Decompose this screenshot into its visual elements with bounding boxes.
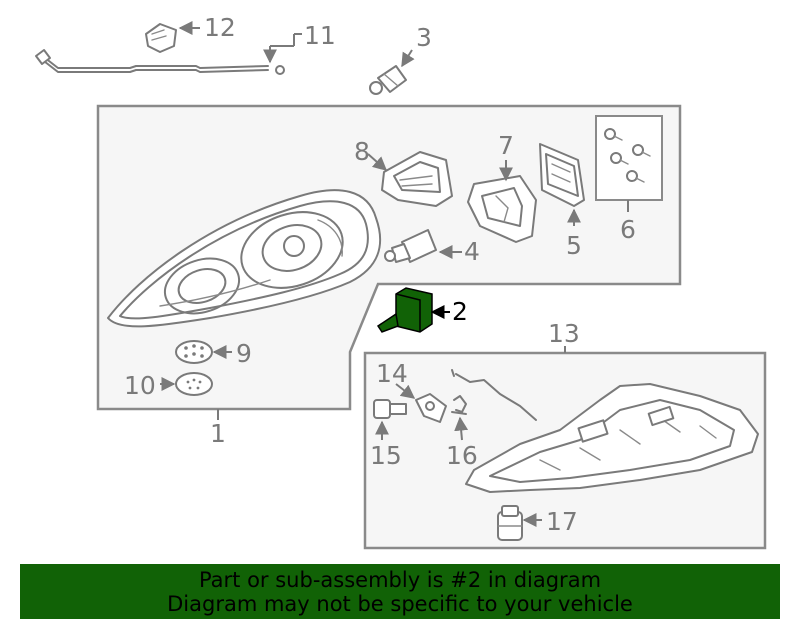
banner-line-1: Part or sub-assembly is #2 in diagram: [198, 567, 602, 592]
callout-1: 1: [210, 419, 226, 448]
callout-10: 10: [124, 371, 156, 400]
bulb-socket-part-4: [384, 229, 462, 263]
callout-14: 14: [376, 359, 408, 388]
mounting-bracket-part-13: [451, 369, 759, 493]
vent-part-9: [175, 340, 232, 364]
clip-part-12: [145, 21, 200, 53]
clip-part-16: [451, 395, 469, 441]
cable-part-11: [35, 33, 302, 75]
cover-part-7: [467, 160, 537, 243]
highlighted-part-2: [376, 287, 450, 333]
callout-9: 9: [236, 339, 252, 368]
callout-8: 8: [354, 137, 370, 166]
callout-7: 7: [498, 131, 514, 160]
callout-11: 11: [304, 21, 336, 50]
callout-12: 12: [204, 13, 236, 42]
callout-2: 2: [452, 297, 468, 326]
grommet-part-17: [497, 505, 542, 541]
callout-17: 17: [546, 507, 578, 536]
control-module-part-5: [539, 143, 585, 226]
headlamp-housing: [107, 189, 382, 328]
bulb-part-3: [369, 49, 415, 95]
seal-part-10: [160, 372, 213, 396]
callout-15: 15: [370, 441, 402, 470]
info-banner: Part or sub-assembly is #2 in diagram Di…: [20, 564, 780, 619]
callout-13: 13: [548, 319, 580, 348]
bracket-part-8: [367, 151, 453, 207]
callout-3: 3: [416, 23, 432, 52]
callout-6: 6: [620, 215, 636, 244]
callout-4: 4: [464, 237, 480, 266]
callout-16: 16: [446, 441, 478, 470]
callout-5: 5: [566, 231, 582, 260]
parts-diagram: 1 2 3 4 5 6 7 8 9 10 11 12 13 14 15 16 1…: [35, 13, 767, 550]
bolt-part-15: [373, 399, 407, 440]
screws-box-part-6: [595, 115, 663, 212]
banner-line-2: Diagram may not be specific to your vehi…: [167, 591, 633, 616]
clip-part-14: [395, 383, 447, 423]
